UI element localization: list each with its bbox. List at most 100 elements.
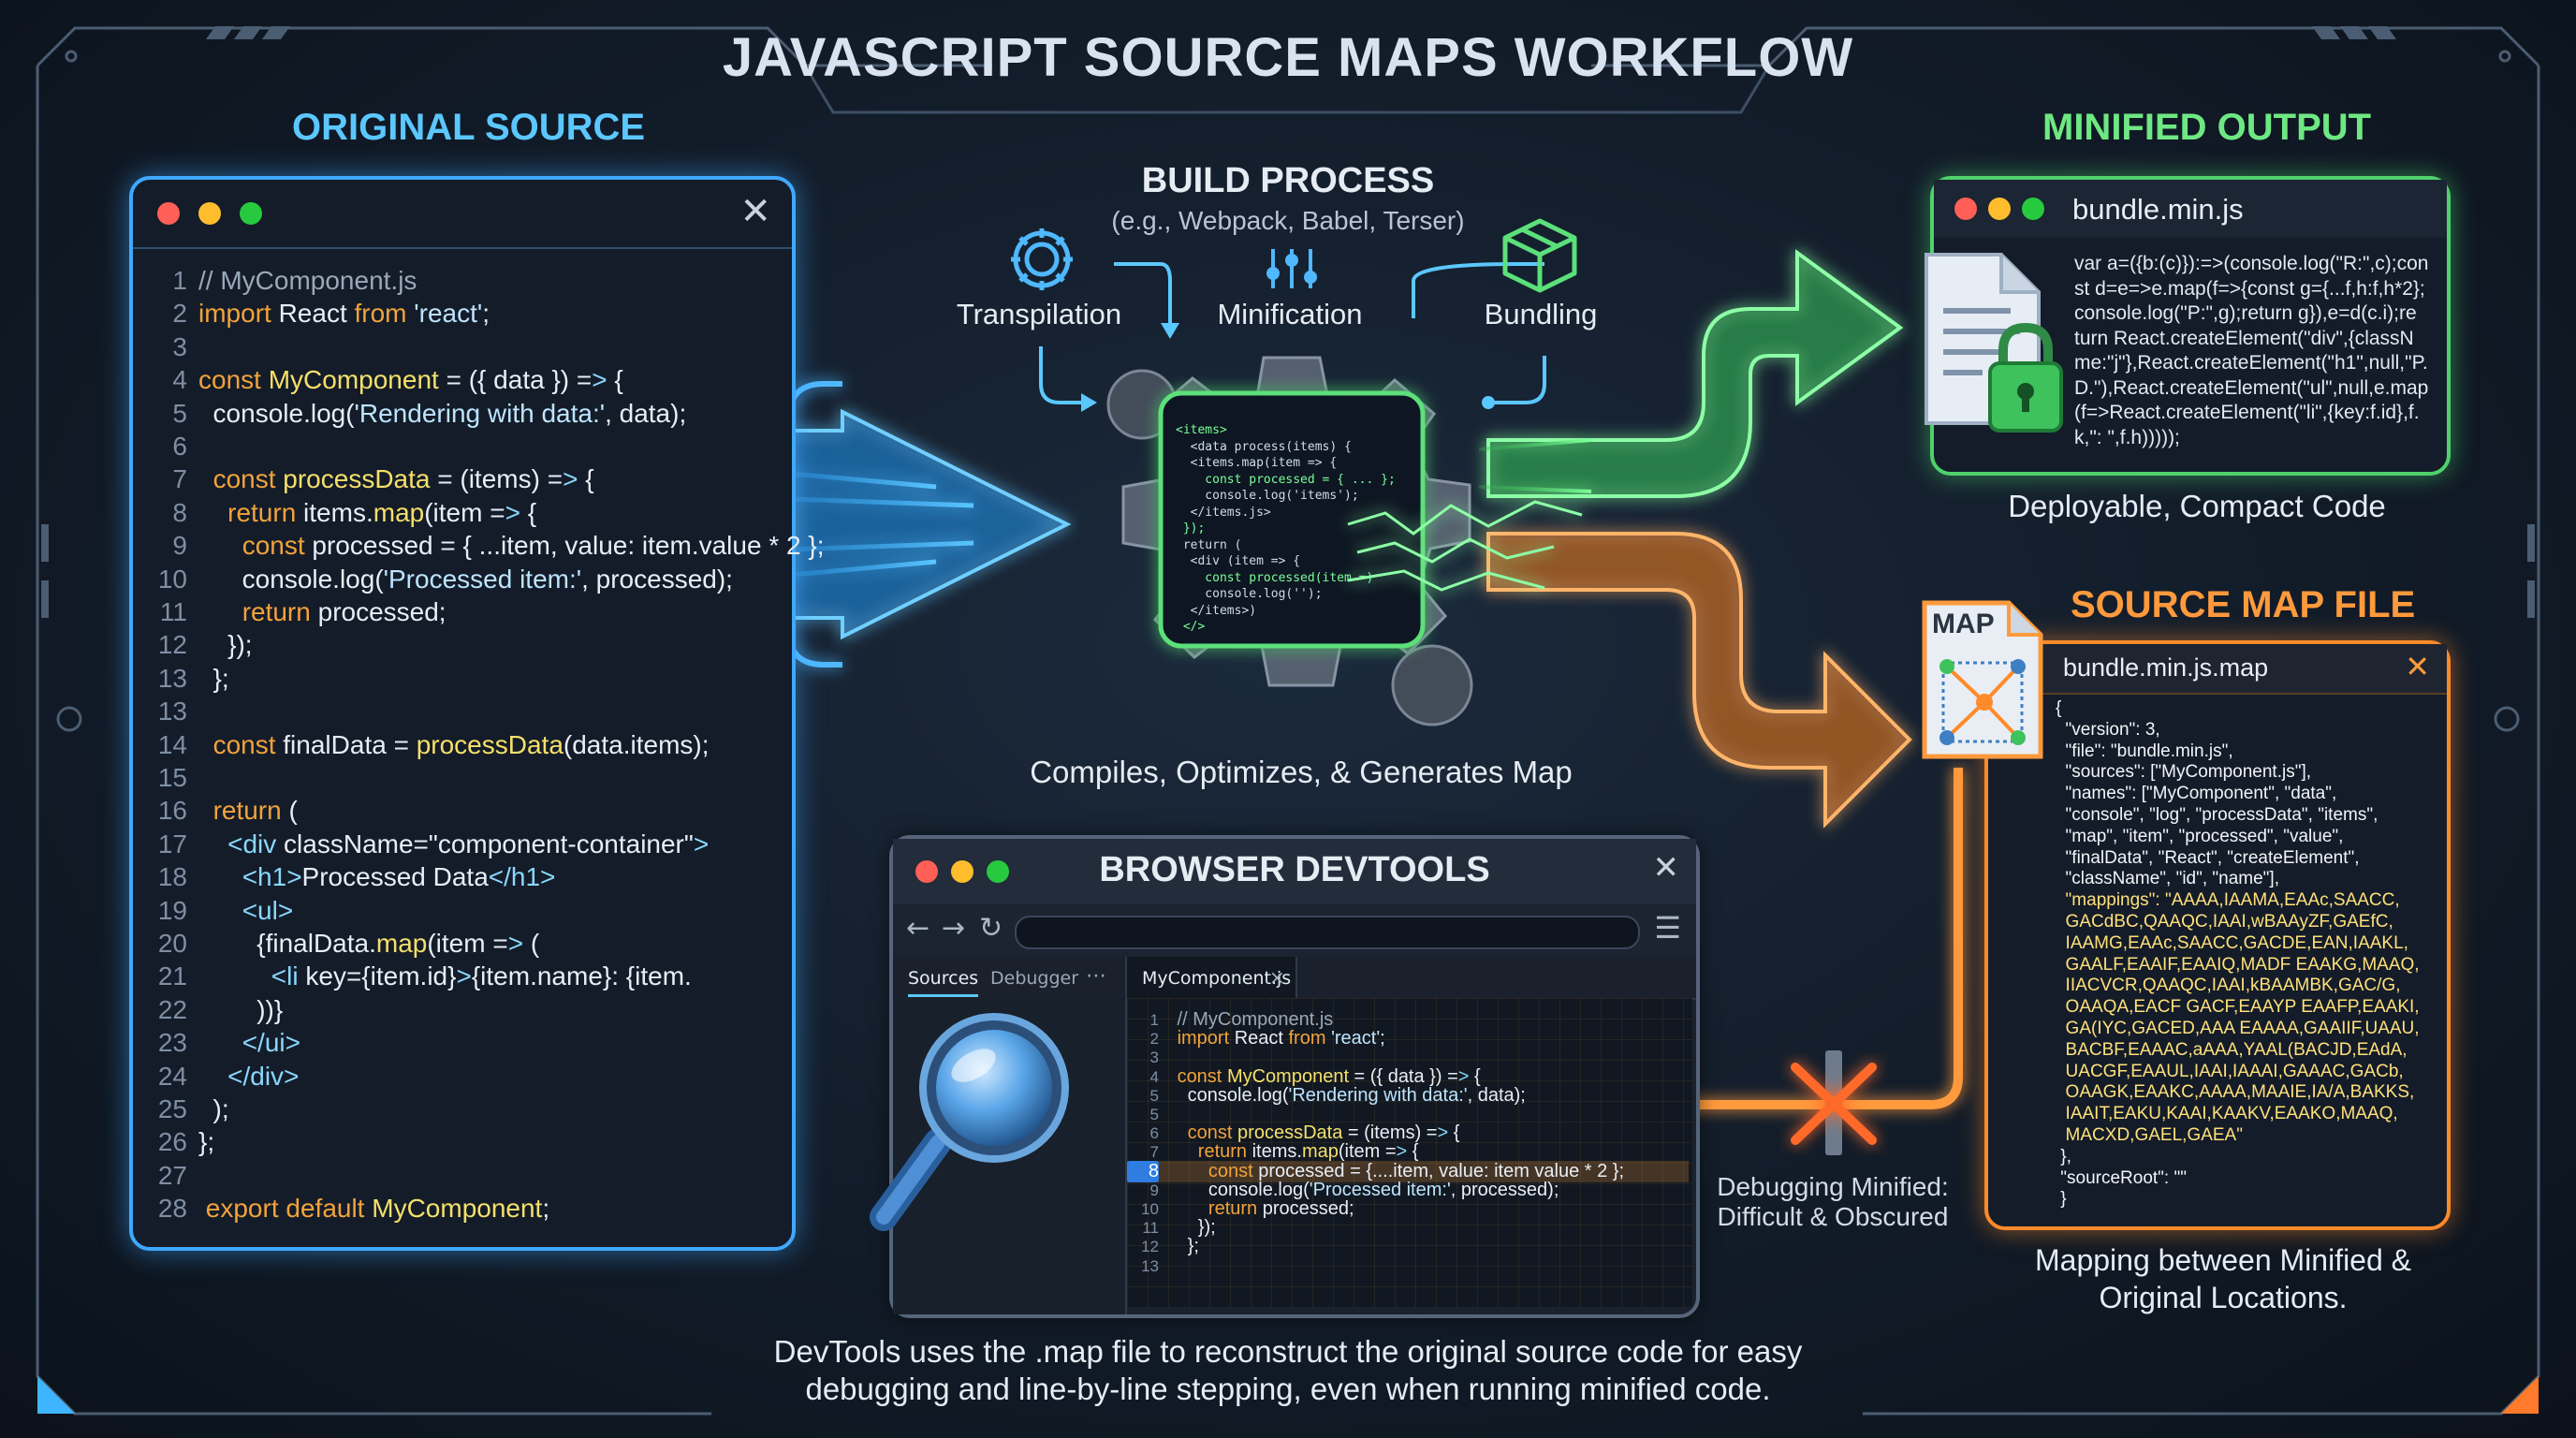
maximize-dot[interactable] [987, 860, 1009, 883]
menu-icon[interactable]: ☰ [1654, 910, 1681, 946]
close-dot[interactable] [157, 202, 180, 225]
original-source-heading: ORIGINAL SOURCE [292, 107, 646, 148]
screen-code-line: <items.map(item => { [1176, 456, 1338, 470]
devtools-tabbar: Sources Debugger ⋯ MyComponent.js × [893, 957, 1696, 1000]
code-line: 6 const processData = (items) => { [1149, 1123, 1460, 1144]
tab-more[interactable]: ⋯ [1086, 964, 1106, 988]
screen-code-line: <div (item => { [1176, 554, 1301, 568]
sourcemap-code-line: "version": 3, [2056, 719, 2160, 740]
tab-debugger[interactable]: Debugger [990, 968, 1079, 989]
sourcemap-code-line: }, [2056, 1146, 2071, 1167]
code-line: 10 return processed; [1141, 1198, 1354, 1219]
build-process-heading: BUILD PROCESS [1141, 161, 1435, 200]
code-line: 17 <div className="component-container"> [157, 829, 710, 858]
browser-toolbar: ← → ↻ ☰ [893, 904, 1696, 959]
sourcemap-code-line: "finalData", "React", "createElement", [2056, 847, 2360, 868]
sourcemap-code-line: "className", "id", "name"], [2056, 869, 2279, 889]
sourcemap-code-line: OAAGK,EAAKC,AAAA,MAAIE,IA/A,BAKKS, [2056, 1082, 2415, 1103]
code-line: 13 [1141, 1256, 1159, 1275]
code-line: 27 [157, 1160, 187, 1190]
reload-icon[interactable]: ↻ [979, 912, 1003, 945]
code-line: 12 }); [157, 630, 253, 660]
source-map-heading: SOURCE MAP FILE [2071, 584, 2416, 625]
minified-caption: Deployable, Compact Code [2008, 489, 2386, 523]
forward-arrow-icon[interactable]: → [942, 912, 966, 945]
code-line: 1// MyComponent.js [172, 266, 417, 295]
map-file-icon: MAP [1919, 597, 2046, 762]
blocked-caption-line2: Difficult & Obscured [1717, 1202, 1949, 1231]
code-line: 6 [172, 432, 187, 461]
devtools-caption-line1: DevTools uses the .map file to reconstru… [773, 1334, 1803, 1369]
code-line: 19 <ul> [157, 895, 294, 925]
minimize-dot[interactable] [1988, 198, 2011, 220]
blocked-x-icon [1791, 1050, 1877, 1155]
code-line: 10 console.log('Processed item:', proces… [157, 564, 733, 594]
minimize-dot[interactable] [951, 860, 973, 883]
code-line: 4 const MyComponent = ({ data }) => { [1149, 1065, 1481, 1087]
minified-code-line: turn React.createElement("div",{classN [2074, 327, 2414, 349]
sourcemap-filename: bundle.min.js.map [2063, 653, 2269, 682]
file-tab-label: MyComponent.js [1142, 968, 1292, 989]
close-dot[interactable] [915, 860, 938, 883]
screen-code-line: return ( [1176, 537, 1242, 552]
screen-code-line: </> [1176, 620, 1206, 634]
tab-sources[interactable]: Sources [908, 968, 979, 997]
minified-filename: bundle.min.js [2072, 193, 2244, 226]
close-icon[interactable]: ✕ [1652, 849, 1680, 887]
arrow-build-to-sourcemap [1460, 532, 1912, 829]
code-line: 8 return items.map(item => { [172, 497, 537, 527]
minified-code-line: k,": ",f.h))))); [2074, 426, 2180, 448]
minified-code-line: var a=({b:(c)}):=>(console.log("R:",c);c… [2074, 253, 2429, 274]
screen-code-line: <items> [1176, 423, 1227, 437]
close-icon[interactable]: ✕ [2405, 649, 2430, 684]
code-line: 9 console.log('Processed item:', process… [1149, 1179, 1559, 1200]
code-line: 9 const processed = { ...item, value: it… [172, 531, 825, 561]
sourcemap-code-line: { [2056, 698, 2062, 718]
sourcemap-code-line: OAAQA,EACF GACF,EAAYP EAAFP,EAAKI, [2056, 997, 2420, 1018]
screen-code-line: </items>) [1176, 603, 1257, 618]
magnifier-icon [870, 1013, 1069, 1231]
sourcemap-code-line: "names": ["MyComponent", "data", [2056, 784, 2337, 804]
close-dot[interactable] [1954, 198, 1977, 220]
code-line: 23 </ui> [157, 1028, 300, 1058]
sourcemap-code-line: "map", "item", "processed", "value", [2056, 826, 2344, 846]
screen-code-line: <data process(items) { [1176, 439, 1352, 454]
sourcemap-code-line: "console", "log", "processData", "items"… [2056, 805, 2378, 825]
code-line: 15 [157, 763, 187, 792]
code-line: 11 }); [1142, 1217, 1216, 1239]
minified-output-heading: MINIFIED OUTPUT [2042, 107, 2372, 148]
code-line: 18 <h1>Processed Data</h1> [157, 862, 556, 892]
sourcemap-code-line: GAALF,EAAIF,EAAIQ,MADF EAAKG,MAAQ, [2056, 954, 2420, 975]
code-line: 25 ); [157, 1094, 229, 1123]
locked-file-icon [1925, 253, 2063, 433]
devtools-caption: DevTools uses the .map file to reconstru… [633, 1333, 1943, 1408]
corner-accent-left [37, 1376, 75, 1414]
code-line: 3 [1149, 1049, 1159, 1067]
sourcemap-code-line: UACGF,EAAUL,IAAI,IAAAI,GAAAC,GACb, [2056, 1061, 2404, 1081]
maximize-dot[interactable] [240, 202, 262, 225]
file-tab[interactable]: MyComponent.js × [1125, 957, 1297, 998]
maximize-dot[interactable] [2022, 198, 2044, 220]
code-line: 22 ))} [157, 994, 284, 1024]
source-map-caption-line1: Mapping between Minified & [2034, 1243, 2411, 1277]
step-transpilation: Transpilation [956, 298, 1122, 330]
code-line: 13 [157, 697, 187, 726]
screen-code-line: const processed(item =) [1176, 570, 1374, 585]
address-bar[interactable] [1015, 916, 1640, 949]
screen-code-line: const processed = { ... }; [1176, 472, 1396, 487]
code-line: 16 return ( [157, 796, 298, 826]
window-titlebar: bundle.min.js.map ✕ [1988, 644, 2447, 695]
code-line: 7 return items.map(item => { [1149, 1141, 1419, 1163]
sourcemap-code-line: BACBF,EAAAC,aAAA,YAAL(BACJD,EAdA, [2056, 1039, 2408, 1060]
code-line: 26}; [157, 1127, 215, 1157]
minified-code-line: me:"j"},React.createElement("h1",null,"P… [2074, 352, 2428, 374]
back-arrow-icon[interactable]: ← [906, 912, 930, 945]
window-titlebar: bundle.min.js [1934, 180, 2447, 238]
sourcemap-code-line: IAAIT,EAKU,KAAI,KAAKV,EAAKO,MAAQ, [2056, 1104, 2398, 1124]
minimize-dot[interactable] [198, 202, 221, 225]
file-tab-close-icon[interactable]: × [1269, 966, 1285, 989]
close-icon[interactable]: ✕ [739, 190, 771, 233]
code-line: 2 import React from 'react'; [1149, 1028, 1385, 1049]
